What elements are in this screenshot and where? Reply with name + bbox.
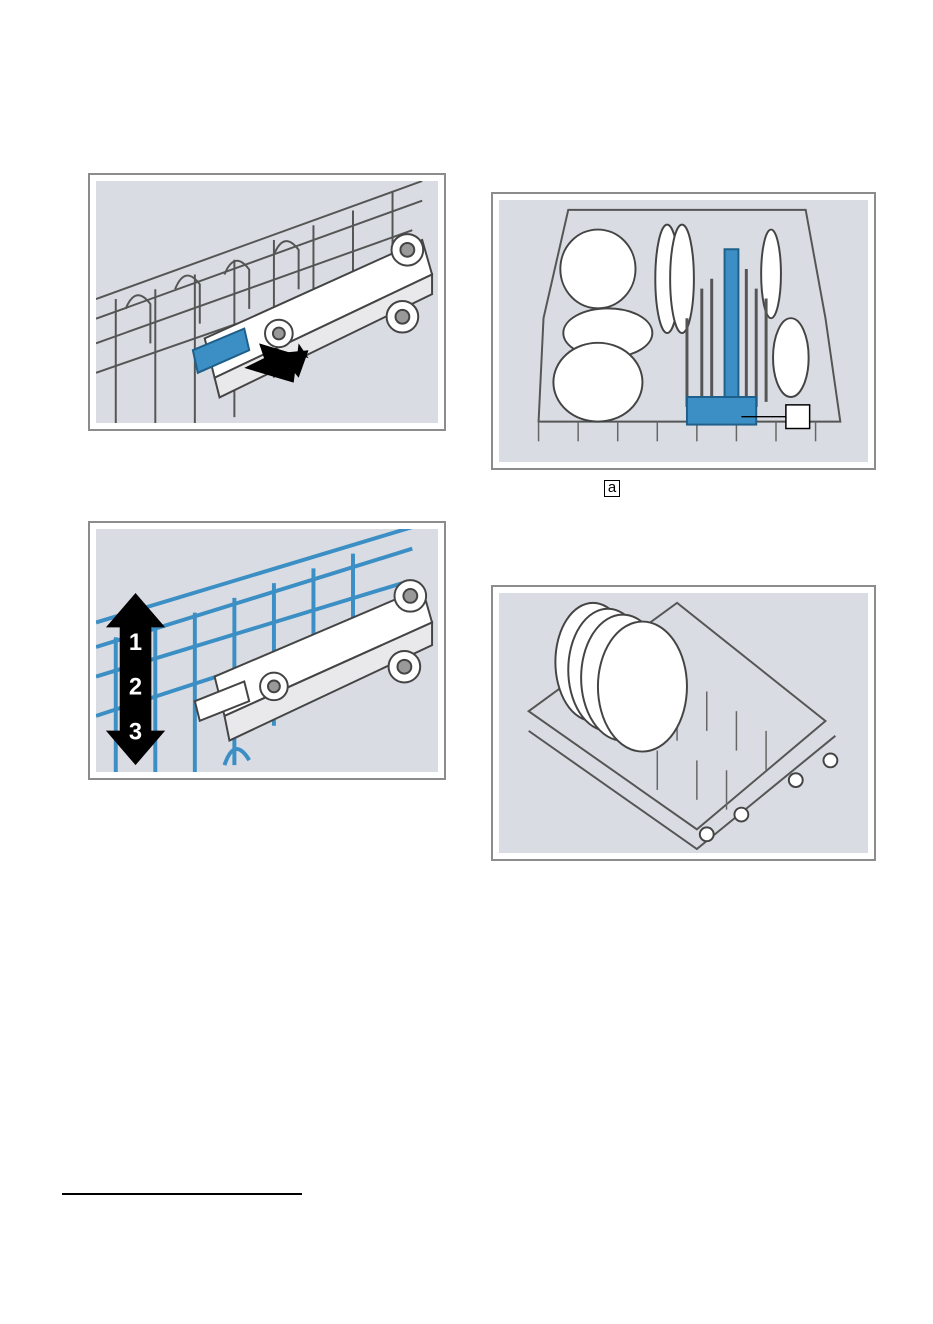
footnote-rule [62,1193,302,1195]
figure-height-levels-illustration: 1 2 3 [96,529,438,772]
figure-upper-basket-illustration [499,200,868,462]
callout-a-box: a [604,480,620,497]
level-label-2: 2 [129,674,142,700]
basket-rail-lever-illustration [96,181,438,423]
figure-height-levels: 1 2 3 [88,521,446,780]
level-label-3: 3 [129,720,142,746]
figure-lower-basket-illustration [499,593,868,853]
upper-basket-illustration [499,200,868,462]
figure-lower-basket-loaded [491,585,876,861]
lower-basket-illustration [499,593,868,853]
figure-release-lever [88,173,446,431]
callout-a-label: a [608,481,616,495]
figure-upper-basket-loaded [491,192,876,470]
level-label-1: 1 [129,630,142,656]
basket-height-illustration: 1 2 3 [96,529,438,772]
figure-release-lever-illustration [96,181,438,423]
